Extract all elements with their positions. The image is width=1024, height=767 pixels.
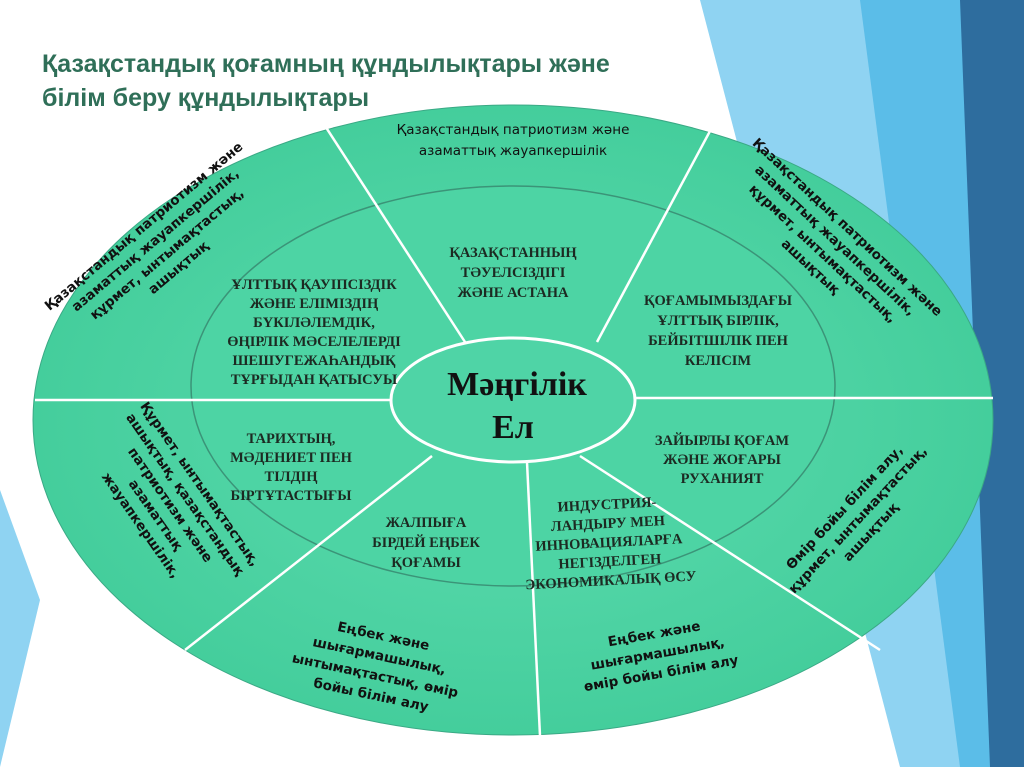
segment-text-line: ТӘУЕЛСІЗДІГІ [461, 265, 566, 281]
inner-segment-left: ТАРИХТЫҢ, МӘДЕНИЕТ ПЕН ТІЛДІҢ БІРТҰТАСТЫ… [230, 431, 353, 504]
core-title-line1: Мәңгілік [447, 366, 587, 403]
segment-text-line: азаматтық жауапкершілік [419, 143, 607, 159]
segment-text-line: РУХАНИЯТ [681, 471, 764, 487]
inner-segment-top-right: ҚОҒАМЫМЫЗДАҒЫ ҰЛТТЫҚ БІРЛІК, БЕЙБІТШІЛІК… [644, 293, 792, 369]
inner-segment-top: ҚАЗАҚСТАННЫҢ ТӘУЕЛСІЗДІГІ ЖӘНЕ АСТАНА [449, 245, 577, 301]
segment-text-line: ҰЛТТЫҚ БІРЛІК, [657, 313, 779, 329]
segment-text-line: КЕЛІСІМ [685, 353, 752, 369]
slide-title-line1: Қазақстандық қоғамның құндылықтары және [42, 50, 610, 78]
segment-text-line: ИНДУСТРИЯ- [557, 494, 657, 515]
slide-title-line2: білім беру құндылықтары [42, 84, 369, 112]
segment-dividers [35, 114, 993, 737]
segment-text-line: ЗАЙЫРЛЫ ҚОҒАМ [655, 432, 789, 449]
segment-text-line: МӘДЕНИЕТ ПЕН [230, 450, 353, 466]
segment-text-line: ЖӘНЕ ЕЛІМІЗДІҢ [250, 296, 379, 312]
inner-segment-bottom-left: ЖАЛПЫҒА БІРДЕЙ ЕҢБЕК ҚОҒАМЫ [372, 515, 480, 571]
segment-text-line: ТІЛДІҢ [264, 469, 318, 485]
inner-segment-top-left: ҰЛТТЫҚ ҚАУІПСІЗДІК ЖӘНЕ ЕЛІМІЗДІҢ БҮКІЛӘ… [227, 277, 401, 388]
segment-text-line: БЕЙБІТШІЛІК ПЕН [648, 332, 789, 349]
segment-text-line: ӨҢІРЛІК МӘСЕЛЕЛЕРДІ [227, 334, 401, 350]
inner-segment-right: ЗАЙЫРЛЫ ҚОҒАМ ЖӘНЕ ЖОҒАРЫ РУХАНИЯТ [655, 432, 789, 487]
segment-text-line: БІРТҰТАСТЫҒЫ [231, 488, 352, 504]
segment-text-line: Қазақстандық патриотизм және [397, 122, 630, 138]
segment-text-line: ЛАНДЫРУ МЕН [550, 513, 666, 535]
segment-text-line: БҮКІЛӘЛЕМДІК, [253, 315, 375, 331]
segment-text-line: ҚАЗАҚСТАННЫҢ [449, 245, 577, 261]
segment-text-line: ҰЛТТЫҚ ҚАУІПСІЗДІК [231, 277, 397, 293]
segment-text-line: ТАРИХТЫҢ, [247, 431, 336, 447]
segment-text-line: НЕГІЗДЕЛГЕН [558, 551, 662, 572]
outer-segment-top: Қазақстандық патриотизм және азаматтық ж… [397, 122, 630, 159]
segment-text-line: ТҰРҒЫДАН ҚАТЫСУЫ [231, 372, 398, 388]
segment-text-line: БІРДЕЙ ЕҢБЕК [372, 534, 480, 551]
segment-text-line: ҚОҒАМЫ [391, 555, 460, 571]
segment-text-line: ИННОВАЦИЯЛАРҒА [535, 531, 683, 555]
core-title-line2: Ел [492, 409, 534, 446]
segment-text-line: ЖАЛПЫҒА [386, 515, 467, 531]
segment-text-line: ЖӘНЕ АСТАНА [457, 285, 569, 301]
segment-text-line: ҚОҒАМЫМЫЗДАҒЫ [644, 293, 792, 309]
segment-text-line: ШЕШУГЕЖАҺАНДЫҚ [233, 353, 396, 369]
core-ellipse [389, 336, 637, 464]
segment-text-line: ЖӘНЕ ЖОҒАРЫ [663, 452, 781, 468]
inner-segment-bottom-right: ИНДУСТРИЯ- ЛАНДЫРУ МЕН ИННОВАЦИЯЛАРҒА НЕ… [525, 494, 697, 593]
